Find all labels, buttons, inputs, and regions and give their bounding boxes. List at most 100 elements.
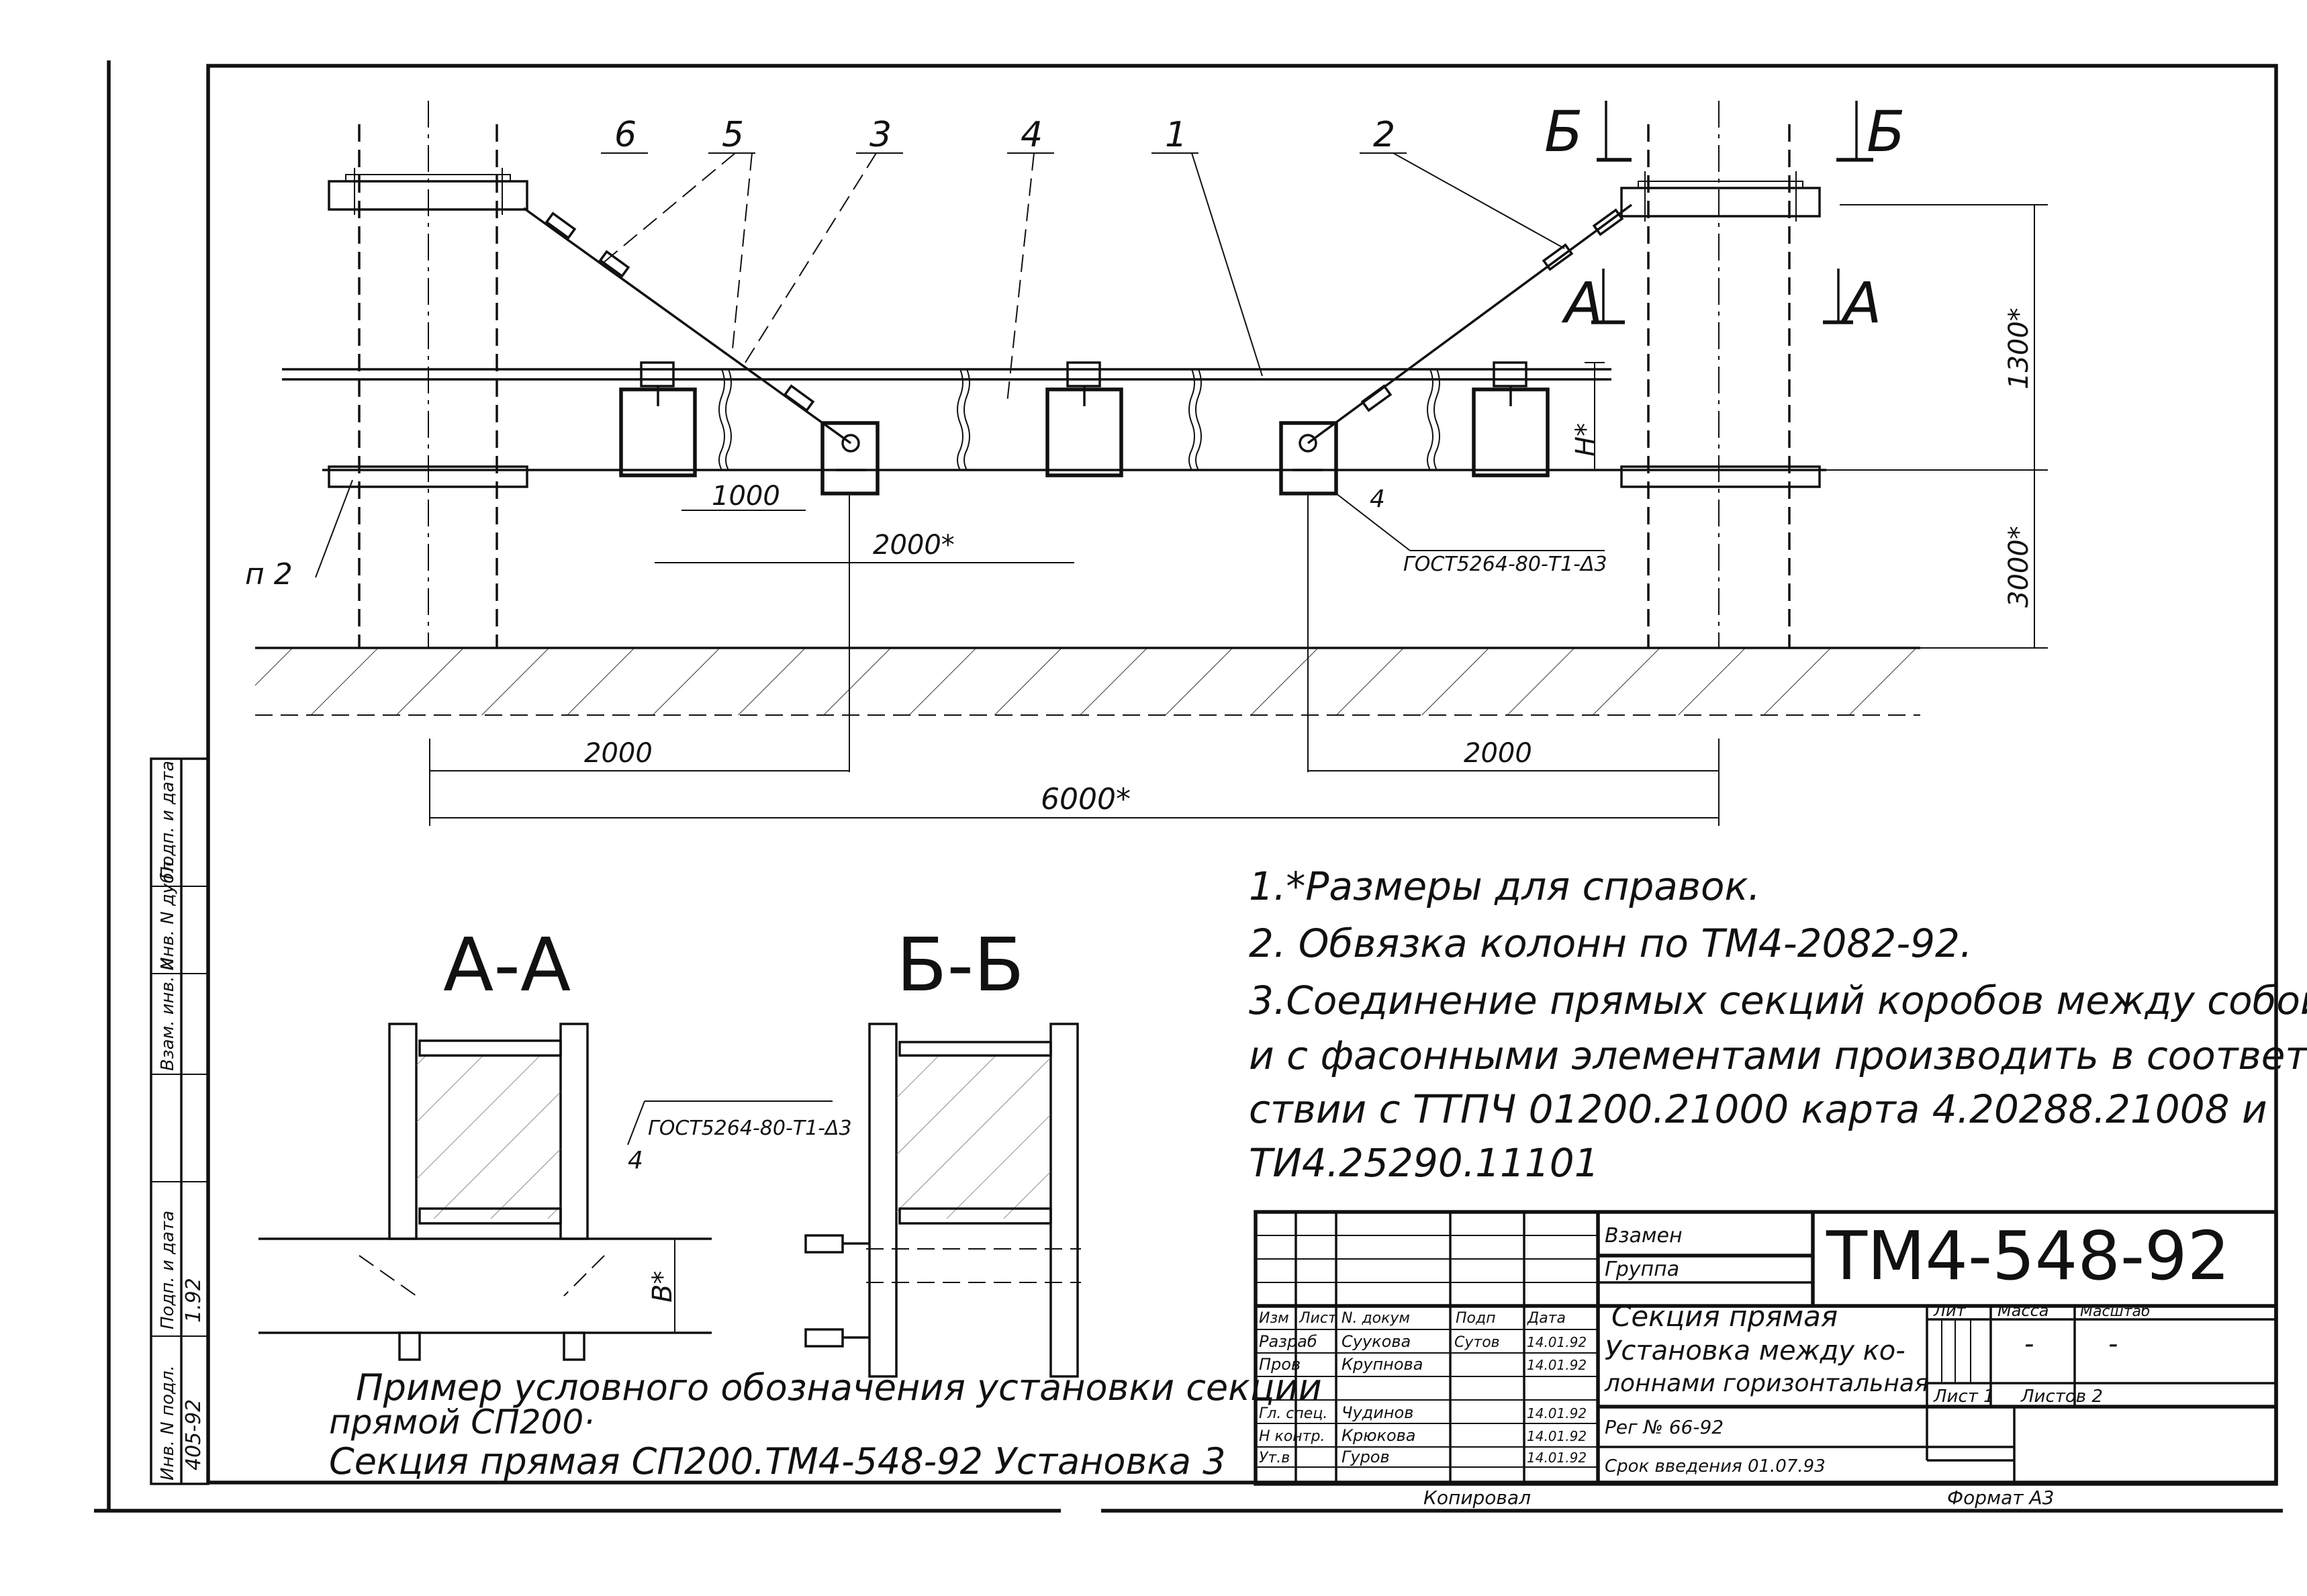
right-column	[1620, 101, 1821, 648]
section-title-aa: А-А	[443, 922, 571, 1008]
tb-name-nkontr: Крюкова	[1341, 1426, 1416, 1445]
stamp-cell-podp-data-2: Подп. и дата	[158, 761, 178, 880]
tb-doc-code: ТМ4-548-92	[1826, 1217, 2230, 1295]
tb-h-massa: Масса	[1997, 1301, 2049, 1320]
example-designation: Пример условного обозначения установки с…	[329, 1366, 1322, 1483]
tb-h-data: Дата	[1527, 1310, 1566, 1327]
callout-2: 2	[1373, 115, 1395, 155]
tb-sign-razrab: Сутов	[1454, 1334, 1500, 1351]
side-stamp: Подп. и дата Инв. N дубл. Взам. инв. N П…	[150, 757, 209, 1485]
tb-h-lit: Лит	[1933, 1301, 1967, 1320]
tb-date-glspec: 14.01.92	[1527, 1405, 1587, 1421]
bracket-left	[820, 421, 880, 496]
tb-h-ndokum: N. докум	[1341, 1310, 1410, 1327]
section-mark-a-right: А	[1840, 270, 1881, 336]
tb-title-1: Секция прямая	[1611, 1300, 1838, 1333]
tb-name-utv: Гуров	[1341, 1448, 1390, 1466]
callout-5: 5	[722, 115, 744, 155]
label-weld-leg-main: 4	[1370, 485, 1385, 513]
section-bb-view	[804, 1023, 1081, 1378]
example-line-3: Секция прямая СП200.ТМ4-548-92 Установка…	[329, 1440, 1226, 1483]
dim-2000-star: 2000*	[873, 530, 955, 561]
section-mark-b-right: Б	[1867, 99, 1905, 165]
tb-date-razrab: 14.01.92	[1527, 1334, 1587, 1350]
main-elevation: 6 5 3 4 1 2 Б Б А А п 2 ГОСТ5264-80-Т1-Δ…	[245, 99, 2048, 826]
tb-gruppa: Группа	[1605, 1258, 1679, 1281]
tb-title-2: Установка между ко-	[1605, 1335, 1905, 1366]
tb-date-prov: 14.01.92	[1527, 1357, 1587, 1373]
dim-2000-left: 2000	[584, 738, 653, 769]
tb-h-izm: Изм	[1259, 1310, 1289, 1327]
tb-date-nkontr: 14.01.92	[1527, 1428, 1587, 1444]
dim-6000-star: 6000*	[1041, 782, 1131, 816]
callout-6: 6	[614, 115, 637, 155]
tb-format: Формат А3	[1947, 1487, 2054, 1509]
tb-sheets: Листов 2	[2020, 1387, 2103, 1407]
title-block: Взамен Группа ТМ4-548-92 Изм Лист N. док…	[1254, 1210, 2278, 1509]
tb-vzamen: Взамен	[1605, 1224, 1683, 1248]
tie-rod-right	[1307, 203, 1633, 444]
duct-clamp	[619, 361, 697, 477]
stamp-value-inv: 405-92	[182, 1399, 205, 1470]
tb-role-utv: Ут.в	[1259, 1450, 1290, 1466]
bracket-right	[1279, 421, 1338, 496]
callout-4: 4	[1021, 115, 1043, 155]
tb-name-prov: Крупнова	[1341, 1355, 1423, 1374]
tb-sheet: Лист 1	[1933, 1387, 1995, 1407]
notes-block: 1.*Размеры для справок. 2. Обвязка колон…	[1249, 863, 2307, 1186]
callout-1: 1	[1165, 115, 1187, 155]
stamp-cell-inv-dubl: Инв. N дубл.	[158, 856, 178, 970]
dim-1000: 1000	[712, 481, 780, 512]
note-line-4: и с фасонными элементами производить в с…	[1249, 1033, 2307, 1078]
tb-name-razrab: Суукова	[1341, 1332, 1411, 1351]
tb-srok: Срок введения 01.07.93	[1605, 1456, 1826, 1476]
stamp-cell-podp-data: Подп. и дата	[158, 1211, 178, 1329]
label-b-mark: В*	[647, 1271, 678, 1303]
callout-3: 3	[869, 115, 892, 155]
dim-1300-star: 1300*	[2004, 308, 2034, 389]
note-line-6: ТИ4.25290.11101	[1249, 1140, 1599, 1186]
callout-leaders	[315, 152, 1565, 578]
dim-3000-star: 3000*	[2004, 526, 2034, 608]
example-line-1: Пример условного обозначения установки с…	[356, 1366, 1322, 1409]
tb-role-nkontr: Н контр.	[1259, 1428, 1325, 1445]
dim-2000-right: 2000	[1464, 738, 1532, 769]
note-line-1: 1.*Размеры для справок.	[1249, 863, 1760, 909]
left-column	[328, 101, 528, 648]
ground-hatch	[255, 648, 1920, 715]
tb-h-masshtab: Масштаб	[2080, 1303, 2151, 1320]
section-mark-b-left: Б	[1544, 99, 1583, 165]
duct-clamp	[1045, 361, 1123, 477]
section-cuts	[1591, 101, 1873, 324]
tb-title-3: лоннами горизонтальная	[1604, 1370, 1929, 1397]
stamp-value-date: 1.92	[182, 1278, 205, 1323]
tb-date-utv: 14.01.92	[1527, 1450, 1587, 1466]
tb-massa: -	[2024, 1329, 2034, 1360]
tb-reg: Рег № 66-92	[1605, 1416, 1724, 1438]
duct-section	[282, 368, 1826, 471]
note-line-2: 2. Обвязка колонн по ТМ4-2082-92.	[1249, 921, 1972, 966]
tb-h-podp: Подп	[1456, 1310, 1496, 1327]
tb-role-glspec: Гл. спец.	[1259, 1405, 1327, 1422]
label-p2: п 2	[245, 557, 293, 592]
tb-kopiroval: Копировал	[1423, 1487, 1531, 1509]
label-h-mark: Н*	[1570, 423, 1601, 457]
section-aa-view: ГОСТ5264-80-Т1-Δ3 4 В*	[258, 1023, 852, 1361]
label-weld-main: ГОСТ5264-80-Т1-Δ3	[1403, 553, 1607, 576]
duct-clamp	[1472, 361, 1550, 477]
section-mark-a-left: А	[1561, 270, 1603, 336]
tb-masshtab: -	[2108, 1329, 2118, 1360]
tb-role-prov: Пров	[1259, 1355, 1301, 1374]
label-weld-leg-sec: 4	[628, 1147, 643, 1174]
example-line-2: прямой СП200·	[329, 1403, 594, 1442]
section-title-bb: Б-Б	[896, 922, 1025, 1008]
stamp-cell-vzam-inv: Взам. инв. N	[158, 957, 178, 1071]
stamp-cell-inv-podl: Инв. N подл.	[158, 1365, 178, 1481]
tb-name-glspec: Чудинов	[1341, 1403, 1413, 1422]
tb-role-razrab: Разраб	[1259, 1332, 1317, 1351]
note-line-5: ствии с ТТПЧ 01200.21000 карта 4.20288.2…	[1249, 1086, 2267, 1132]
dimension-lines	[429, 204, 2048, 826]
label-weld-sec: ГОСТ5264-80-Т1-Δ3	[648, 1117, 852, 1140]
tb-h-list: Лист	[1299, 1310, 1337, 1327]
